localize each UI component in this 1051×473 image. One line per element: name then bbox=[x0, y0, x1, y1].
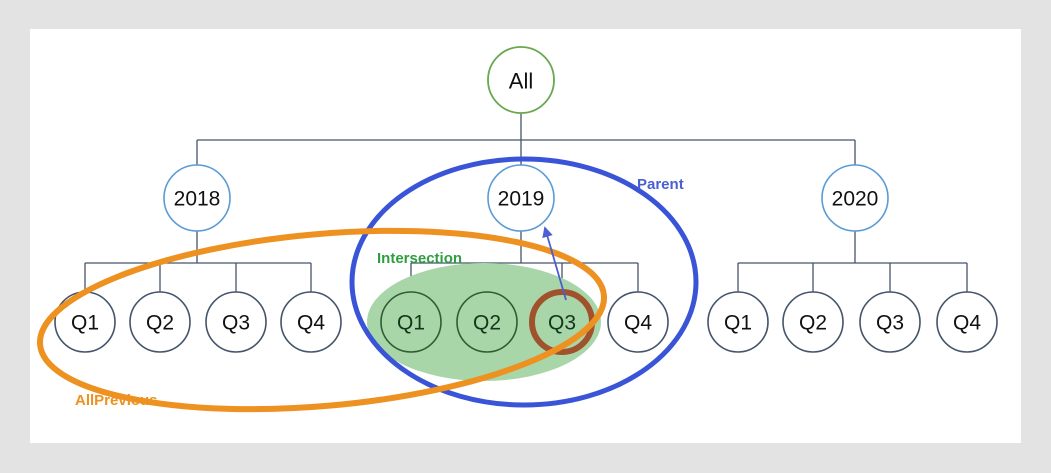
node-all-circle[interactable] bbox=[487, 46, 555, 114]
node-2020-q3-circle[interactable] bbox=[859, 291, 921, 353]
node-2020-q2-label: Q2 bbox=[799, 312, 827, 335]
node-2019-q3-label: Q3 bbox=[548, 312, 576, 335]
node-2018[interactable]: 2018 bbox=[163, 164, 231, 232]
node-2019-q1-circle[interactable] bbox=[380, 291, 442, 353]
node-2018-q4-label: Q4 bbox=[297, 312, 325, 335]
parent-arrow-line bbox=[542, 226, 567, 301]
node-2020-q2[interactable]: Q2 bbox=[782, 291, 844, 353]
parent-arrow bbox=[542, 226, 567, 301]
node-2018-label: 2018 bbox=[174, 188, 221, 211]
node-2020-q2-circle[interactable] bbox=[782, 291, 844, 353]
tree-connectors bbox=[84, 113, 968, 292]
node-2018-circle[interactable] bbox=[163, 164, 231, 232]
allprevious-set-ellipse bbox=[36, 227, 608, 413]
intersection-label: Intersection bbox=[377, 250, 462, 267]
node-2019-q1[interactable]: Q1 bbox=[380, 291, 442, 353]
node-2020-q4[interactable]: Q4 bbox=[936, 291, 998, 353]
node-2020-q3-label: Q3 bbox=[876, 312, 904, 335]
parent-set-ellipse bbox=[349, 156, 699, 408]
node-2020-q4-label: Q4 bbox=[953, 312, 981, 335]
node-2018-q2-label: Q2 bbox=[146, 312, 174, 335]
node-2020-circle[interactable] bbox=[821, 164, 889, 232]
intersection-region bbox=[367, 263, 601, 381]
node-2018-q3[interactable]: Q3 bbox=[205, 291, 267, 353]
node-2018-q3-label: Q3 bbox=[222, 312, 250, 335]
node-2018-q3-circle[interactable] bbox=[205, 291, 267, 353]
node-2019-q2-label: Q2 bbox=[473, 312, 501, 335]
allprevious-label: AllPrevious bbox=[75, 392, 158, 409]
node-2020-q4-circle[interactable] bbox=[936, 291, 998, 353]
node-all-label: All bbox=[509, 69, 533, 94]
node-2018-q4[interactable]: Q4 bbox=[280, 291, 342, 353]
node-2019-q2-circle[interactable] bbox=[456, 291, 518, 353]
parent-label: Parent bbox=[637, 176, 684, 193]
node-2019-circle[interactable] bbox=[487, 164, 555, 232]
node-2019-q4-label: Q4 bbox=[624, 312, 652, 335]
node-2019-label: 2019 bbox=[498, 188, 545, 211]
node-2018-q2[interactable]: Q2 bbox=[129, 291, 191, 353]
node-2018-q1-label: Q1 bbox=[71, 312, 99, 335]
node-2018-q2-circle[interactable] bbox=[129, 291, 191, 353]
node-2018-q1[interactable]: Q1 bbox=[54, 291, 116, 353]
node-2019-q4[interactable]: Q4 bbox=[607, 291, 669, 353]
node-2019-q1-label: Q1 bbox=[397, 312, 425, 335]
node-2019-q2[interactable]: Q2 bbox=[456, 291, 518, 353]
node-2020[interactable]: 2020 bbox=[821, 164, 889, 232]
node-2018-q4-circle[interactable] bbox=[280, 291, 342, 353]
node-2020-q1-circle[interactable] bbox=[707, 291, 769, 353]
node-all[interactable]: All bbox=[487, 46, 555, 114]
node-2020-q1[interactable]: Q1 bbox=[707, 291, 769, 353]
node-2019-q4-circle[interactable] bbox=[607, 291, 669, 353]
node-2020-q1-label: Q1 bbox=[724, 312, 752, 335]
node-2019[interactable]: 2019 bbox=[487, 164, 555, 232]
node-2020-label: 2020 bbox=[832, 188, 879, 211]
node-2020-q3[interactable]: Q3 bbox=[859, 291, 921, 353]
